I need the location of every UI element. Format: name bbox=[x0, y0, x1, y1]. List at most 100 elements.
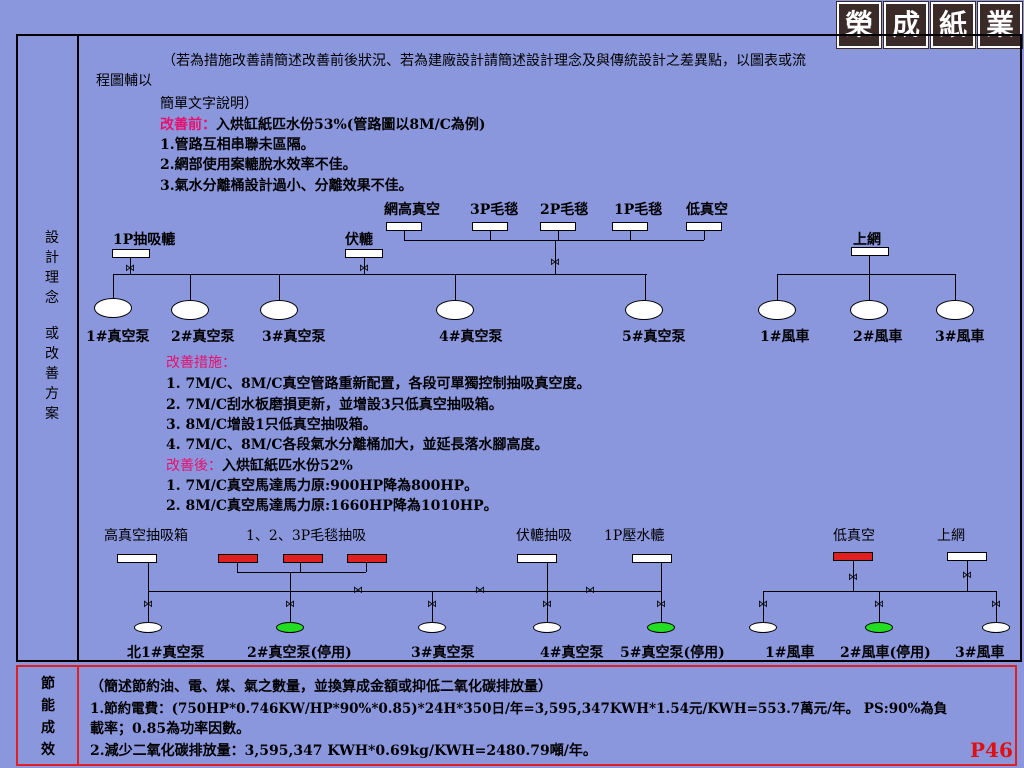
pump-label: 5#真空泵 bbox=[622, 329, 686, 345]
side-char: 成 bbox=[41, 720, 55, 736]
label-low-vac: 低真空 bbox=[833, 528, 875, 544]
label-upper-net: 上網 bbox=[853, 232, 881, 248]
before-item: 2.網部使用案轆脫水效率不佳。 bbox=[160, 157, 357, 173]
suction-box bbox=[345, 249, 383, 258]
low-vac-box bbox=[833, 552, 873, 561]
label-fu-suction: 伏轆抽吸 bbox=[516, 528, 572, 544]
label-top: 低真空 bbox=[686, 202, 728, 218]
savings-line-4: 2.減少二氧化碳排放量：3,595,347 KWH*0.69kg/KWH=248… bbox=[90, 743, 597, 759]
vacuum-pump bbox=[625, 300, 663, 320]
logo-char: 業 bbox=[977, 1, 1023, 49]
pipe bbox=[279, 274, 280, 300]
pipe bbox=[704, 231, 705, 240]
vacuum-pump bbox=[533, 622, 561, 633]
fan-label: 3#風車 bbox=[955, 645, 1005, 661]
header-pipe bbox=[763, 591, 997, 592]
before-item: 1.管路互相串聯未區隔。 bbox=[160, 137, 315, 153]
pipe bbox=[996, 591, 997, 623]
label-high-box: 高真空抽吸箱 bbox=[104, 528, 188, 544]
pipe bbox=[853, 561, 854, 591]
side-char: 善 bbox=[45, 366, 59, 382]
side-char: 節 bbox=[41, 676, 55, 692]
pipe bbox=[869, 274, 870, 300]
label-1p-press: 1P壓水轆 bbox=[604, 528, 665, 544]
suction-box bbox=[947, 552, 987, 561]
pipe bbox=[148, 563, 149, 591]
label-felt-box: 1、2、3P毛毯抽吸 bbox=[246, 528, 367, 544]
side-char: 方 bbox=[45, 386, 59, 402]
vacuum-pump-stopped bbox=[276, 622, 304, 633]
pipe bbox=[558, 231, 559, 240]
vacuum-pump bbox=[260, 300, 298, 320]
before-item: 3.氣水分離桶設計過小、分離效果不佳。 bbox=[160, 178, 413, 194]
vacuum-pump bbox=[134, 622, 162, 633]
suction-box bbox=[386, 222, 422, 231]
valve-icon: ⋈ bbox=[758, 599, 768, 610]
fan-stopped bbox=[865, 622, 893, 633]
fan-label: 1#風車 bbox=[760, 329, 810, 345]
valve-icon: ⋈ bbox=[427, 599, 437, 610]
intro-line-2: 程圖輔以 bbox=[96, 73, 152, 89]
header-pipe bbox=[113, 274, 647, 275]
after-heading: 改善後：入烘缸紙匹水份52% bbox=[166, 455, 353, 475]
pipe bbox=[237, 572, 366, 573]
content-frame bbox=[77, 34, 1022, 662]
side-label-frame bbox=[16, 34, 79, 662]
valve-icon: ⋈ bbox=[353, 585, 363, 596]
suction-box bbox=[540, 222, 576, 231]
pump-label: 4#真空泵 bbox=[540, 645, 604, 661]
pipe bbox=[967, 561, 968, 591]
pump-label: 1#真空泵 bbox=[86, 329, 150, 345]
fan bbox=[758, 300, 796, 320]
after-head-rest: 入烘缸紙匹水份52% bbox=[222, 458, 353, 474]
pump-label: 3#真空泵 bbox=[411, 645, 475, 661]
valve-icon: ⋈ bbox=[285, 599, 295, 610]
suction-box bbox=[632, 554, 672, 563]
valve-icon: ⋈ bbox=[542, 599, 552, 610]
pipe bbox=[955, 274, 956, 300]
savings-content-frame bbox=[77, 665, 1017, 766]
measure-item: 3. 8M/C增設1只低真空抽吸箱。 bbox=[166, 417, 377, 433]
pipe bbox=[237, 563, 238, 572]
vacuum-pump-stopped bbox=[647, 622, 675, 633]
side-char: 改 bbox=[45, 346, 59, 362]
label-top: 網高真空 bbox=[384, 202, 440, 218]
suction-box bbox=[686, 222, 722, 231]
after-item: 1. 7M/C真空馬達馬力原:900HP降為800HP。 bbox=[166, 478, 479, 494]
fan-label: 2#風車 bbox=[853, 329, 903, 345]
label-top: 2P毛毯 bbox=[540, 202, 589, 218]
side-char: 案 bbox=[45, 406, 59, 422]
pipe bbox=[555, 240, 556, 274]
fan bbox=[850, 300, 888, 320]
valve-icon: ⋈ bbox=[359, 263, 369, 274]
pipe bbox=[404, 240, 704, 241]
side-char: 能 bbox=[41, 698, 55, 714]
pipe bbox=[432, 591, 433, 623]
valve-icon: ⋈ bbox=[585, 585, 595, 596]
fan bbox=[936, 300, 974, 320]
savings-side-label: 節 能 成 效 bbox=[36, 673, 60, 761]
valve-icon: ⋈ bbox=[874, 599, 884, 610]
savings-line-1: （簡述節約油、電、煤、氣之數量，並換算成金額或抑低二氧化碳排放量） bbox=[90, 679, 552, 695]
measure-item: 1. 7M/C、8M/C真空管路重新配置，各段可單獨控制抽吸真空度。 bbox=[166, 376, 591, 392]
header-pipe bbox=[148, 591, 661, 592]
side-gap bbox=[40, 308, 64, 324]
pipe bbox=[547, 563, 548, 591]
pipe bbox=[148, 591, 149, 623]
side-char: 念 bbox=[45, 290, 59, 306]
valve-icon: ⋈ bbox=[962, 570, 972, 581]
label-fu: 伏轆 bbox=[345, 232, 373, 248]
pipe bbox=[645, 274, 646, 300]
pump-label: 2#真空泵(停用) bbox=[247, 645, 352, 661]
pipe bbox=[661, 591, 662, 623]
valve-icon: ⋈ bbox=[848, 572, 858, 583]
valve-icon: ⋈ bbox=[991, 599, 1001, 610]
measure-item: 2. 7M/C刮水板磨損更新，並增設3只低真空抽吸箱。 bbox=[166, 397, 503, 413]
side-char: 效 bbox=[41, 742, 55, 758]
label-1p-suction: 1P抽吸轆 bbox=[113, 232, 176, 248]
side-label: 設 計 理 念 或 改 善 方 案 bbox=[40, 228, 64, 424]
suction-box bbox=[117, 554, 157, 563]
pump-label: 3#真空泵 bbox=[262, 329, 326, 345]
before-heading: 改善前：入烘缸紙匹水份53%(管路圖以8M/C為例) bbox=[160, 114, 486, 134]
valve-icon: ⋈ bbox=[550, 257, 560, 268]
